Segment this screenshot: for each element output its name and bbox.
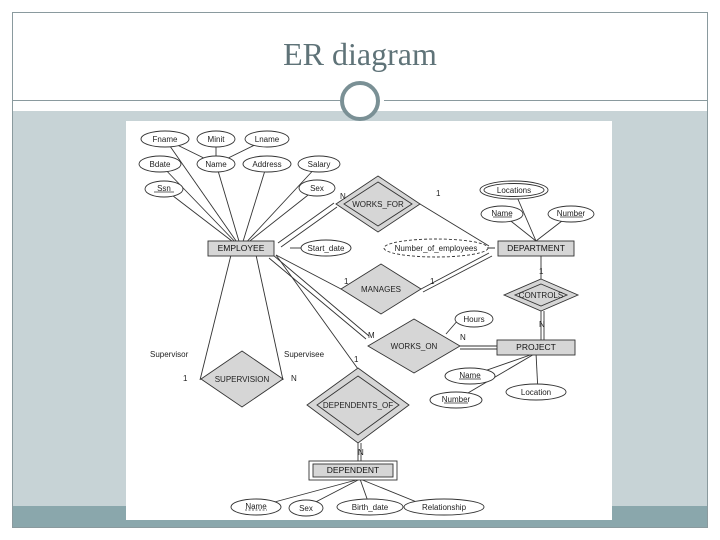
attr-proj-number-ellipse <box>429 391 483 409</box>
rel-works-on-diamond <box>367 318 461 374</box>
entity-dependent: DEPENDENT <box>327 465 379 475</box>
entity-project-box <box>496 339 576 356</box>
attr-birth-date-ellipse <box>336 498 404 516</box>
card-manages-1a: 1 <box>344 277 349 286</box>
attr-locations: Locations <box>497 186 531 195</box>
attr-ssn-ellipse <box>144 180 184 198</box>
attr-proj-name-ellipse <box>444 367 496 385</box>
attr-num-employees-ellipse <box>383 238 489 258</box>
role-supervisee: Supervisee <box>284 350 325 359</box>
attr-salary-ellipse <box>297 155 341 173</box>
attr-dept-name-ellipse <box>480 205 524 223</box>
attr-minit-ellipse <box>196 130 236 148</box>
rel-manages: MANAGES <box>361 285 401 294</box>
attr-bdate-ellipse <box>138 155 182 173</box>
attr-hours-ellipse <box>454 310 494 328</box>
rel-supervision-diamond <box>200 350 284 408</box>
attr-relationship-ellipse <box>403 498 485 516</box>
attr-num-employees: Number_of_employees <box>395 244 478 253</box>
attr-emp-name: Name <box>205 160 227 169</box>
card-manages-1b: 1 <box>430 277 435 286</box>
rel-dependents-of: DEPENDENTS_OF <box>323 401 393 410</box>
card-works-on-n: N <box>460 333 466 342</box>
card-works-on-m: M <box>368 331 375 340</box>
attr-fname-ellipse <box>140 130 190 148</box>
attr-dept-name: Name <box>491 209 513 218</box>
role-supervisor: Supervisor <box>150 350 189 359</box>
attr-proj-name: Name <box>459 371 481 380</box>
attr-location-ellipse <box>505 383 567 401</box>
rel-controls: CONTROLS <box>519 291 563 300</box>
card-dependents-1: 1 <box>354 355 359 364</box>
attr-dep-sex: Sex <box>299 504 313 513</box>
attr-proj-number: Number <box>442 395 471 404</box>
rel-controls-inner <box>513 283 569 307</box>
entity-department: DEPARTMENT <box>507 243 565 253</box>
attr-address: Address <box>252 160 281 169</box>
attr-ssn: Ssn <box>157 184 171 193</box>
attr-minit: Minit <box>208 135 226 144</box>
card-works-for-n: N <box>340 192 346 201</box>
card-works-for-1: 1 <box>436 189 441 198</box>
attr-dep-sex-ellipse <box>288 499 324 517</box>
entity-project: PROJECT <box>516 342 556 352</box>
er-diagram: Fname Minit Lname Bdate Name Address Sal… <box>126 121 612 520</box>
attr-dep-name: Name <box>245 502 267 511</box>
title-ornament-circle <box>340 81 380 121</box>
entity-department-box <box>497 240 575 257</box>
rel-works-for-inner <box>343 181 413 227</box>
rel-works-for: WORKS_FOR <box>352 200 404 209</box>
rel-works-on: WORKS_ON <box>391 342 438 351</box>
card-supervision-n: N <box>291 374 297 383</box>
attr-sex: Sex <box>310 184 324 193</box>
attr-bdate: Bdate <box>150 160 171 169</box>
attr-dept-number-ellipse <box>547 205 595 223</box>
title-divider-right <box>384 100 708 101</box>
slide-title: ER diagram <box>283 36 437 72</box>
attr-emp-name-ellipse <box>196 155 236 173</box>
attr-sex-ellipse <box>298 179 336 197</box>
slide-frame <box>12 12 708 528</box>
attr-lname-ellipse <box>244 130 290 148</box>
rel-dependents-of-inner <box>316 375 400 436</box>
card-dependents-n: N <box>358 448 364 457</box>
card-controls-n: N <box>539 320 545 329</box>
rel-manages-diamond <box>340 263 422 315</box>
entity-employee-box <box>207 240 275 257</box>
attr-locations-inner <box>483 183 545 197</box>
rel-supervision: SUPERVISION <box>215 375 270 384</box>
attr-address-ellipse <box>242 155 292 173</box>
card-controls-1: 1 <box>539 267 544 276</box>
attr-start-date-ellipse <box>300 239 352 257</box>
attr-hours: Hours <box>463 315 484 324</box>
attr-dept-number: Number <box>557 209 586 218</box>
attr-birth-date: Birth_date <box>352 503 389 512</box>
title-divider-left <box>12 100 340 101</box>
attr-fname: Fname <box>153 135 178 144</box>
attr-location: Location <box>521 388 551 397</box>
attr-dep-name-ellipse <box>230 498 282 516</box>
er-diagram-canvas: Fname Minit Lname Bdate Name Address Sal… <box>138 130 595 517</box>
entity-dependent-inner <box>312 463 394 478</box>
entity-employee: EMPLOYEE <box>218 243 265 253</box>
attr-lname: Lname <box>255 135 280 144</box>
attr-relationship: Relationship <box>422 503 467 512</box>
card-supervision-1: 1 <box>183 374 188 383</box>
attr-salary: Salary <box>308 160 331 169</box>
attr-start-date: Start_date <box>308 244 345 253</box>
